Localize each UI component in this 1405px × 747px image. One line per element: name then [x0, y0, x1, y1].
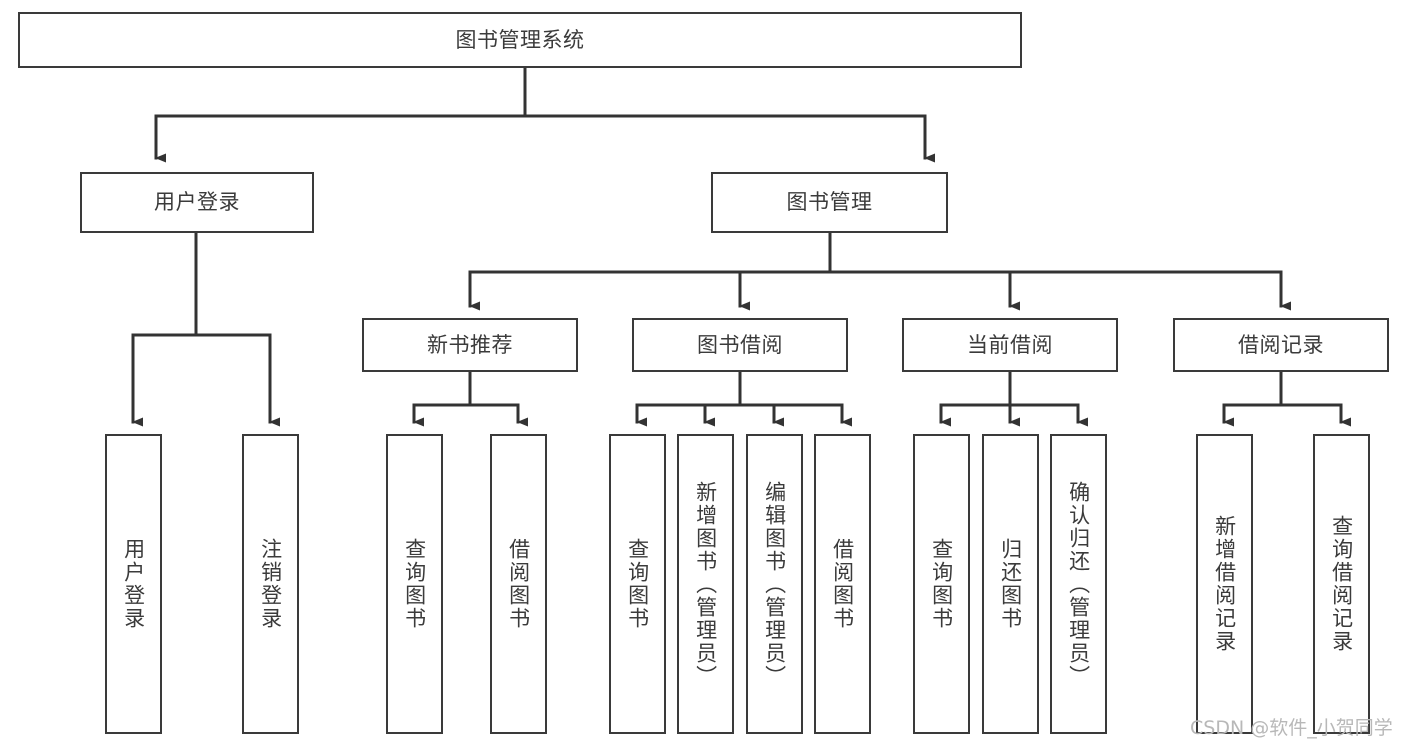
node-borrow-record[interactable]: 借阅记录 — [1173, 318, 1389, 372]
node-leaf-current-borrow-query[interactable]: 查询图书 — [913, 434, 970, 734]
node-leaf-user-login-signout-label: 注销登录 — [258, 538, 283, 630]
node-new-book-recommend-label: 新书推荐 — [427, 332, 513, 357]
node-leaf-user-login-signin[interactable]: 用户登录 — [105, 434, 162, 734]
node-leaf-borrow-record-add-label: 新增借阅记录 — [1212, 515, 1237, 653]
node-leaf-new-book-query-label: 查询图书 — [402, 538, 427, 630]
node-root-system-label: 图书管理系统 — [455, 27, 585, 52]
node-leaf-book-borrow-edit-label: 编辑图书（管理员） — [762, 480, 787, 688]
node-root-system[interactable]: 图书管理系统 — [18, 12, 1022, 68]
node-leaf-book-borrow-query-label: 查询图书 — [625, 538, 650, 630]
node-book-manage[interactable]: 图书管理 — [711, 172, 948, 233]
node-leaf-book-borrow-edit[interactable]: 编辑图书（管理员） — [746, 434, 803, 734]
node-leaf-book-borrow-add-label: 新增图书（管理员） — [693, 480, 718, 688]
node-leaf-book-borrow-lend[interactable]: 借阅图书 — [814, 434, 871, 734]
node-leaf-new-book-borrow-label: 借阅图书 — [506, 538, 531, 630]
node-user-login[interactable]: 用户登录 — [80, 172, 314, 233]
node-leaf-current-borrow-query-label: 查询图书 — [929, 538, 954, 630]
watermark-text: CSDN @软件_小贺同学 — [1190, 717, 1393, 739]
node-new-book-recommend[interactable]: 新书推荐 — [362, 318, 578, 372]
node-leaf-book-borrow-lend-label: 借阅图书 — [830, 538, 855, 630]
node-leaf-book-borrow-add[interactable]: 新增图书（管理员） — [677, 434, 734, 734]
node-book-borrow[interactable]: 图书借阅 — [632, 318, 848, 372]
node-leaf-borrow-record-query-label: 查询借阅记录 — [1329, 515, 1354, 653]
node-leaf-borrow-record-query[interactable]: 查询借阅记录 — [1313, 434, 1370, 734]
node-leaf-current-borrow-return-label: 归还图书 — [998, 538, 1023, 630]
node-user-login-label: 用户登录 — [154, 190, 240, 215]
node-borrow-record-label: 借阅记录 — [1238, 332, 1324, 357]
node-leaf-new-book-borrow[interactable]: 借阅图书 — [490, 434, 547, 734]
node-leaf-user-login-signin-label: 用户登录 — [121, 538, 146, 630]
node-leaf-current-borrow-return[interactable]: 归还图书 — [982, 434, 1039, 734]
node-book-borrow-label: 图书借阅 — [697, 332, 783, 357]
node-leaf-user-login-signout[interactable]: 注销登录 — [242, 434, 299, 734]
node-book-manage-label: 图书管理 — [786, 190, 873, 215]
node-leaf-current-borrow-confirm-label: 确认归还（管理员） — [1066, 480, 1091, 688]
node-leaf-borrow-record-add[interactable]: 新增借阅记录 — [1196, 434, 1253, 734]
node-current-borrow-label: 当前借阅 — [967, 332, 1053, 357]
node-leaf-book-borrow-query[interactable]: 查询图书 — [609, 434, 666, 734]
node-leaf-new-book-query[interactable]: 查询图书 — [386, 434, 443, 734]
node-leaf-current-borrow-confirm[interactable]: 确认归还（管理员） — [1050, 434, 1107, 734]
node-current-borrow[interactable]: 当前借阅 — [902, 318, 1118, 372]
